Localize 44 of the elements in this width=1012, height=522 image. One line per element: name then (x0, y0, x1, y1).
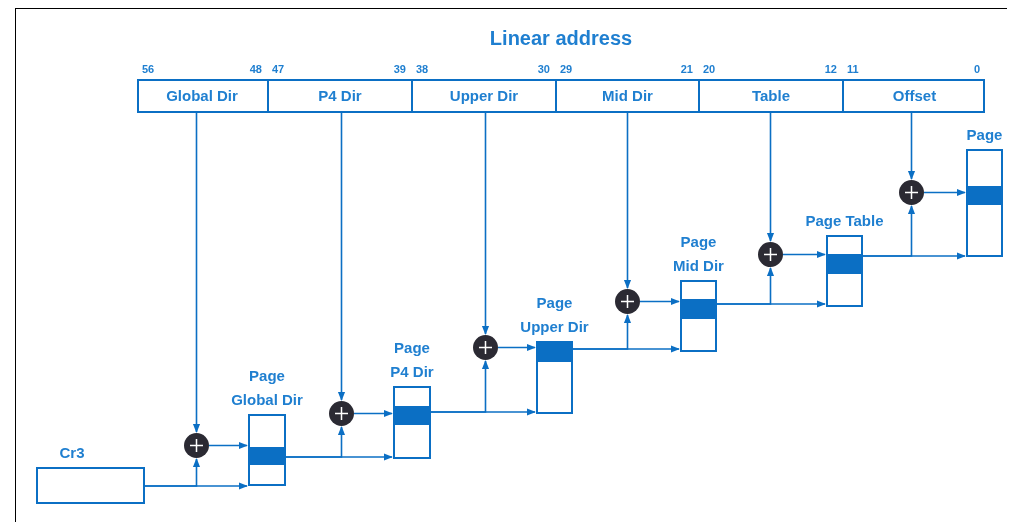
table-label: Page Mid Dir (672, 232, 725, 276)
arrow (862, 252, 966, 260)
arrow (337, 112, 346, 401)
arrow (192, 112, 201, 433)
bit-number: 30 (537, 62, 550, 76)
arrow (716, 300, 826, 308)
arrow (430, 408, 536, 416)
arrow (497, 343, 536, 352)
bit-number: 48 (249, 62, 262, 76)
table-label: Page Global Dir (230, 366, 304, 410)
bit-number: 20 (703, 62, 716, 76)
arrow (572, 345, 680, 353)
arrow (782, 250, 826, 259)
bit-number: 11 (847, 62, 859, 76)
table-label: Page Upper Dir (519, 293, 590, 337)
address-field: Global Dir (137, 79, 267, 113)
bit-number: 39 (393, 62, 406, 76)
table-label: Page (965, 125, 1004, 145)
address-field: Upper Dir (411, 79, 555, 113)
bit-number: 12 (824, 62, 837, 76)
arrow (481, 112, 490, 335)
bit-number: 47 (272, 62, 285, 76)
bit-number: 0 (973, 62, 980, 76)
table-label: Page P4 Dir (389, 338, 435, 382)
bit-number: 56 (142, 62, 155, 76)
bit-number: 21 (680, 62, 693, 76)
arrow (623, 112, 632, 289)
arrow (639, 297, 680, 306)
arrow (766, 112, 775, 242)
heading: Linear address (489, 26, 633, 51)
bit-number: 29 (560, 62, 573, 76)
arrow (923, 188, 966, 197)
table-label: Cr3 (58, 443, 86, 463)
bit-number: 38 (416, 62, 429, 76)
address-field: Mid Dir (555, 79, 698, 113)
arrow (353, 409, 393, 418)
arrow (907, 112, 916, 180)
address-field: Table (698, 79, 842, 113)
table-label: Page Table (804, 211, 885, 231)
address-field: P4 Dir (267, 79, 411, 113)
arrow (285, 453, 393, 461)
arrow (144, 482, 248, 490)
arrow (208, 441, 248, 450)
address-field: Offset (842, 79, 985, 113)
